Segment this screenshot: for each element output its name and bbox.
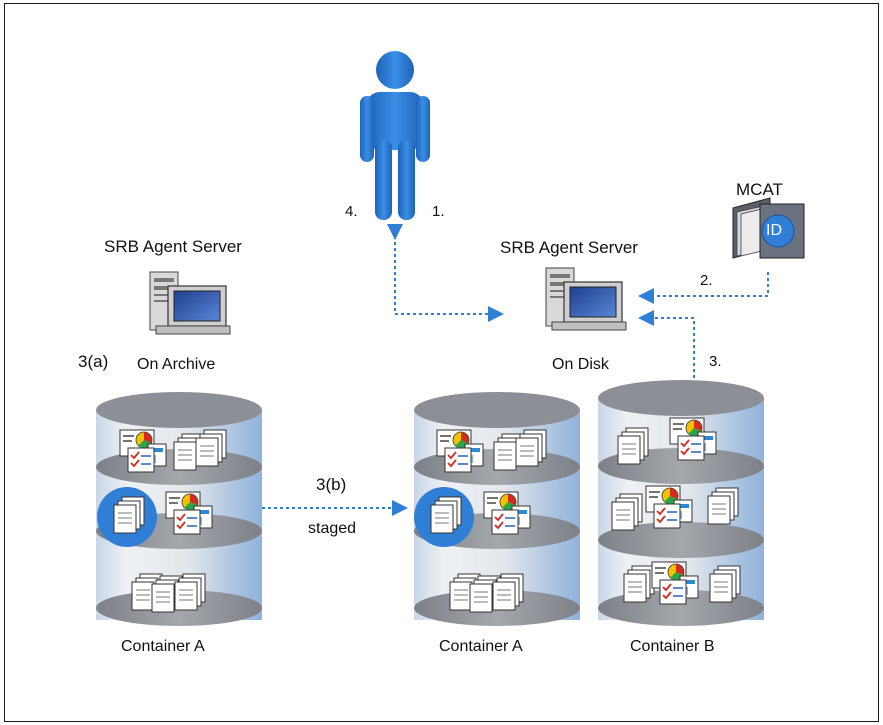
container-a-disk-cylinder bbox=[414, 392, 580, 626]
staged-label: staged bbox=[308, 520, 357, 537]
container-a-disk-label: Container A bbox=[439, 638, 523, 655]
mcat-id-badge: ID bbox=[766, 222, 782, 239]
step-2-label: 2. bbox=[700, 272, 713, 289]
on-archive-label: On Archive bbox=[137, 356, 216, 373]
right-server-computer-icon bbox=[545, 267, 627, 331]
left-server-computer-icon bbox=[149, 271, 231, 335]
mcat-catalog-icon bbox=[732, 197, 805, 259]
left-server-title: SRB Agent Server bbox=[104, 237, 242, 256]
arrow-container-b-server bbox=[638, 310, 695, 420]
arrow-mcat-server bbox=[638, 272, 769, 304]
step-3b-label: 3(b) bbox=[316, 475, 347, 494]
mcat-label: MCAT bbox=[736, 180, 783, 199]
step-3a-label: 3(a) bbox=[78, 352, 109, 371]
step-3-label: 3. bbox=[709, 353, 722, 370]
step-4-label: 4. bbox=[345, 203, 358, 220]
user-figure bbox=[360, 51, 430, 220]
on-disk-label: On Disk bbox=[552, 356, 609, 373]
container-b-cylinder bbox=[598, 380, 764, 626]
arrow-user-server bbox=[387, 224, 504, 322]
container-a-archive-cylinder bbox=[96, 392, 262, 626]
container-b-label: Container B bbox=[630, 638, 715, 655]
right-server-title: SRB Agent Server bbox=[500, 238, 638, 257]
step-1-label: 1. bbox=[432, 203, 445, 220]
container-a-archive-label: Container A bbox=[121, 638, 205, 655]
